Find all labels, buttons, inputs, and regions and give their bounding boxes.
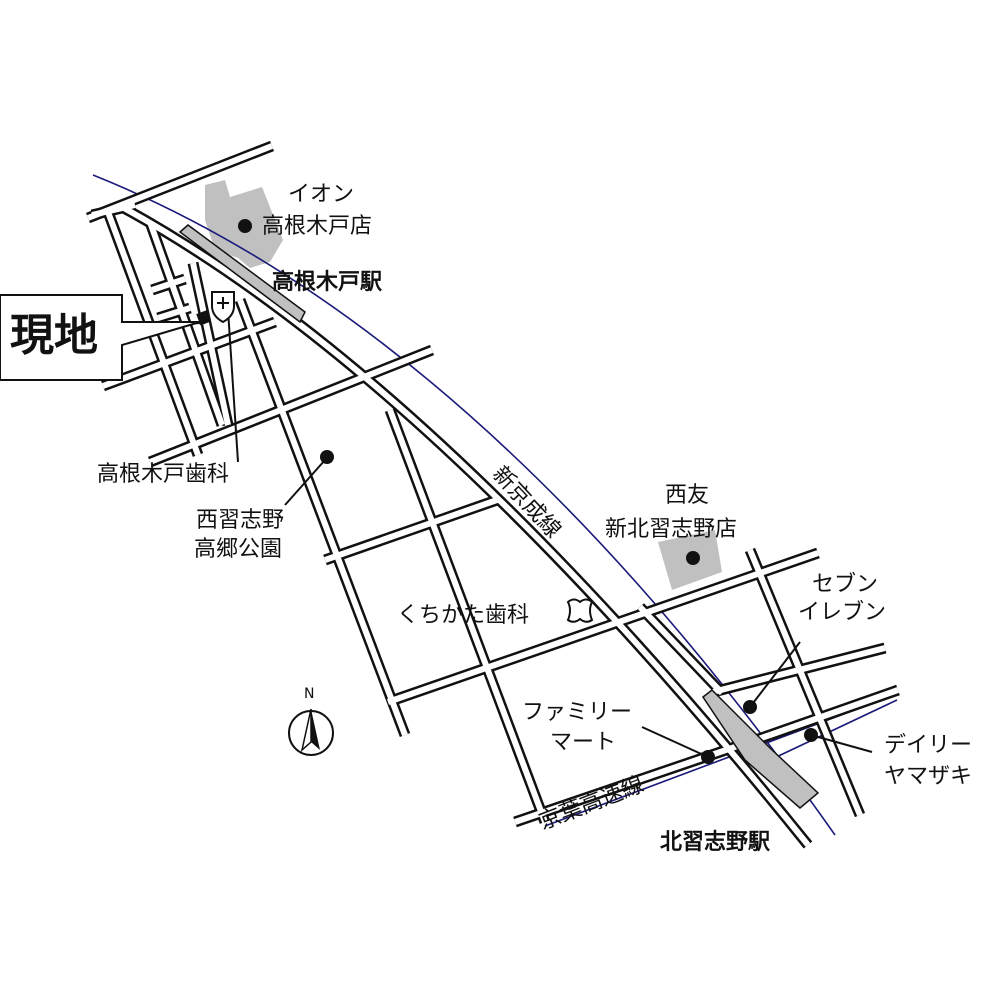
road bbox=[514, 732, 771, 825]
seven-eleven-dot-icon bbox=[743, 700, 757, 714]
road bbox=[637, 604, 725, 696]
tooth-icon bbox=[566, 598, 594, 623]
road bbox=[237, 298, 408, 737]
leader-line bbox=[810, 734, 873, 753]
road bbox=[151, 276, 186, 293]
road bbox=[769, 687, 899, 738]
road bbox=[120, 204, 811, 847]
takanekido-dental-label: 高根木戸歯科 bbox=[97, 462, 230, 487]
hospital-shield-icon bbox=[211, 291, 235, 324]
familymart-dot-icon bbox=[701, 750, 715, 764]
keiyo-rail-line-2 bbox=[769, 699, 898, 761]
kitanarashino-station bbox=[701, 689, 820, 809]
takanekido-station-label: 高根木戸駅 bbox=[272, 270, 383, 295]
road bbox=[91, 202, 136, 218]
site-label: 現地 bbox=[10, 310, 98, 361]
aeon-label-2: 高根木戸店 bbox=[262, 214, 373, 239]
road bbox=[747, 548, 863, 817]
compass-icon bbox=[288, 708, 334, 756]
daily-yamazaki-label-1: デイリー bbox=[884, 733, 973, 758]
compass-n-label: N bbox=[304, 686, 315, 702]
takanekido-station bbox=[178, 224, 306, 324]
roads bbox=[85, 140, 900, 849]
road bbox=[387, 550, 819, 705]
road bbox=[101, 319, 277, 389]
leader-line bbox=[749, 641, 801, 708]
familymart-label-1: ファミリー bbox=[522, 700, 633, 725]
aeon-dot-icon bbox=[238, 219, 252, 233]
park-label-2: 高郷公園 bbox=[194, 537, 283, 562]
seven-eleven-label-1: セブン bbox=[812, 572, 879, 597]
seiyu-label-2: 新北習志野店 bbox=[605, 517, 738, 542]
road bbox=[157, 305, 191, 321]
shin-keisei-rail-line bbox=[92, 174, 836, 836]
daily-yamazaki-dot-icon bbox=[804, 728, 818, 742]
seven-eleven-label-2: イレブン bbox=[798, 600, 887, 625]
park-label-1: 西習志野 bbox=[196, 508, 285, 533]
aeon-label-1: イオン bbox=[288, 182, 355, 207]
familymart-label-2: マート bbox=[550, 730, 617, 755]
kuchikata-dental-label: くちかた歯科 bbox=[397, 603, 530, 628]
seiyu-label-1: 西友 bbox=[665, 483, 710, 508]
road bbox=[324, 497, 498, 563]
leader-line bbox=[641, 726, 709, 758]
daily-yamazaki-label-2: ヤマザキ bbox=[884, 764, 973, 789]
road bbox=[387, 408, 548, 824]
leader-line bbox=[227, 309, 239, 463]
site-callout-box bbox=[0, 294, 201, 381]
seiyu-dot-icon bbox=[686, 551, 700, 565]
kitanarashino-station-label: 北習志野駅 bbox=[660, 830, 771, 855]
leader-line bbox=[284, 459, 326, 506]
park-dot-icon bbox=[320, 450, 334, 464]
road bbox=[148, 347, 434, 465]
